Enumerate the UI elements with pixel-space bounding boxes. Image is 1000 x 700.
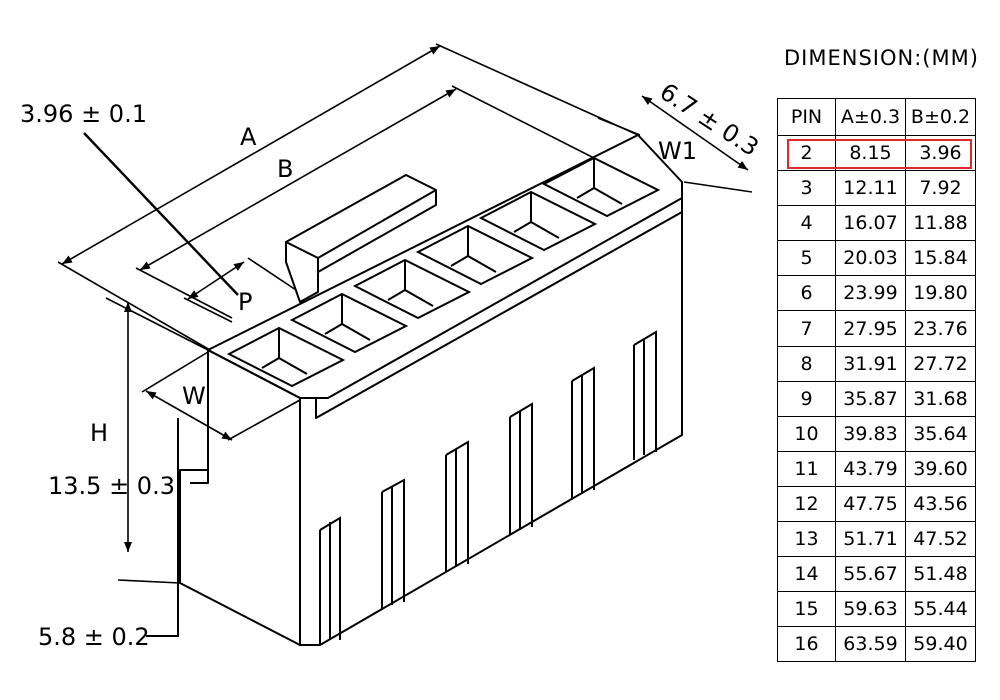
dimension-lines <box>57 43 753 637</box>
cell-pin: 5 <box>777 240 836 277</box>
cell-a: 63.59 <box>835 626 906 663</box>
label-b: B <box>277 155 293 183</box>
label-h: H <box>90 419 108 447</box>
cell-pin: 3 <box>777 170 836 207</box>
dim-line-b <box>139 88 457 271</box>
cell-a: 47.75 <box>835 485 906 523</box>
cell-b: 47.52 <box>905 521 976 558</box>
cell-a: 12.11 <box>835 170 906 207</box>
side-face <box>299 198 683 646</box>
label-a: A <box>240 123 257 151</box>
cell-a: 23.99 <box>835 275 906 312</box>
cell-pin: 10 <box>777 415 836 452</box>
cell-b: 51.48 <box>905 556 976 593</box>
cell-pin: 9 <box>777 380 836 417</box>
label-depth-dim: 5.8 ± 0.2 <box>38 623 150 651</box>
dim-line-w1 <box>641 95 749 171</box>
table-title: DIMENSION:(MM) <box>784 46 979 70</box>
cell-a: 16.07 <box>835 205 906 242</box>
table-header-row: PIN A±0.3 B±0.2 <box>777 98 976 136</box>
dim-line-p <box>187 261 245 300</box>
cell-b: 43.56 <box>905 485 976 523</box>
cell-pin: 12 <box>777 485 836 523</box>
cell-b: 19.80 <box>905 275 976 312</box>
cell-a: 8.15 <box>835 134 906 172</box>
cell-b: 7.92 <box>905 170 976 207</box>
cell-b: 55.44 <box>905 591 976 628</box>
side-slots <box>319 330 657 645</box>
dim-line-a <box>61 45 441 265</box>
label-w1: W1 <box>658 137 697 165</box>
cell-pin: 4 <box>777 205 836 242</box>
label-p: P <box>238 288 252 316</box>
cell-b: 31.68 <box>905 380 976 417</box>
cell-a: 55.67 <box>835 556 906 593</box>
cell-a: 31.91 <box>835 345 906 382</box>
cell-pin: 11 <box>777 450 836 487</box>
cell-pin: 15 <box>777 591 836 628</box>
cell-a: 59.63 <box>835 591 906 628</box>
label-w: W <box>182 382 206 410</box>
cell-pin: 2 <box>777 134 836 172</box>
cell-a: 20.03 <box>835 240 906 277</box>
cell-pin: 16 <box>777 626 836 663</box>
header-b: B±0.2 <box>905 98 976 136</box>
cell-pin: 13 <box>777 521 836 558</box>
cell-a: 39.83 <box>835 415 906 452</box>
cell-b: 35.64 <box>905 415 976 452</box>
pin-cavities <box>226 156 661 388</box>
connector-drawing: 3.96 ± 0.1 A B P W W1 H 6.7 ± 0.3 13.5 ±… <box>20 43 760 651</box>
cell-b: 11.88 <box>905 205 976 242</box>
cell-b: 3.96 <box>905 134 976 172</box>
cell-a: 35.87 <box>835 380 906 417</box>
leader-depth <box>146 418 179 637</box>
cell-a: 51.71 <box>835 521 906 558</box>
cell-b: 23.76 <box>905 310 976 347</box>
cell-a: 27.95 <box>835 310 906 347</box>
cell-b: 39.60 <box>905 450 976 487</box>
cell-b: 27.72 <box>905 345 976 382</box>
leader-pitch <box>83 132 239 296</box>
cell-pin: 8 <box>777 345 836 382</box>
cell-pin: 14 <box>777 556 836 593</box>
cell-pin: 6 <box>777 275 836 312</box>
cell-b: 59.40 <box>905 626 976 663</box>
label-pitch: 3.96 ± 0.1 <box>20 100 147 128</box>
header-pin: PIN <box>777 98 836 136</box>
connector-body <box>179 134 683 646</box>
cell-b: 15.84 <box>905 240 976 277</box>
cell-a: 43.79 <box>835 450 906 487</box>
header-a: A±0.3 <box>835 98 906 136</box>
cell-pin: 7 <box>777 310 836 347</box>
label-height-dim: 13.5 ± 0.3 <box>48 472 175 500</box>
drawing-labels: 3.96 ± 0.1 A B P W W1 H 6.7 ± 0.3 13.5 ±… <box>20 78 760 651</box>
dim-line-w <box>145 390 233 441</box>
